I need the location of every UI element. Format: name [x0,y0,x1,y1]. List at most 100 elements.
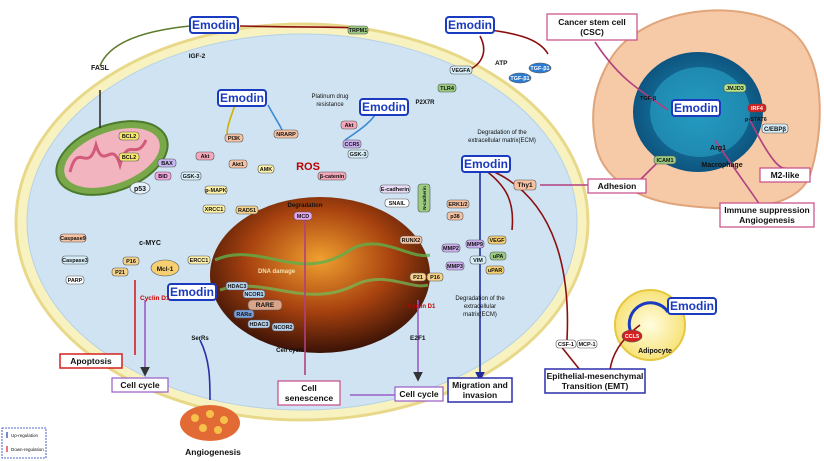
svg-text:Cell: Cell [301,383,317,393]
svg-text:Angiogenesis: Angiogenesis [739,215,795,225]
node-erk: ERK1/2 [446,199,470,209]
node-upar: uPAR [485,265,505,275]
node-csf1: CSF-1 [555,339,577,349]
svg-text:Emodin: Emodin [464,157,508,171]
svg-text:MMP2: MMP2 [443,246,459,252]
node-cmyc: c-MYC [139,240,161,247]
svg-text:VIM: VIM [473,258,483,264]
node-tgfb-m: TGF-β [640,96,657,102]
svg-text:uPAR: uPAR [488,268,503,274]
svg-text:Platinum drug: Platinum drug [311,94,348,100]
node-bid: BID [154,171,172,181]
svg-text:Arg1: Arg1 [710,145,726,152]
svg-text:Emodin: Emodin [192,18,236,32]
svg-text:C/EBPβ: C/EBPβ [764,127,786,133]
node-ercc1: ERCC1 [187,255,211,265]
svg-text:M2-like: M2-like [771,170,800,180]
svg-text:VEGF: VEGF [490,238,506,244]
node-runx2: RUNX2 [399,235,423,245]
nucleus [210,197,431,353]
emodin-box-7: Emodin [671,99,721,117]
svg-text:Up-regulation: Up-regulation [11,433,39,438]
svg-text:E-cadherin: E-cadherin [381,187,410,193]
svg-text:Emodin: Emodin [670,299,714,313]
node-rara: RARα [233,309,255,319]
svg-text:Emodin: Emodin [448,18,492,32]
node-mcl1: Mcl-1 [150,259,180,277]
svg-text:Mcl-1: Mcl-1 [157,266,174,273]
svg-text:MMP9: MMP9 [467,242,483,248]
node-nrarp: NRARP [273,129,299,139]
node-ccl5: CCL5 [621,329,643,343]
svg-text:MCD: MCD [297,214,310,220]
svg-text:Cell cycle: Cell cycle [276,348,304,354]
svg-text:RAD51: RAD51 [238,208,256,214]
svg-text:N-cadherin: N-cadherin [422,186,427,210]
svg-text:Emodin: Emodin [674,101,718,115]
svg-text:Cyclin D1: Cyclin D1 [140,295,170,302]
node-p16: P16 [122,256,140,266]
protein-nodes: BCL2 BCL2 BAX BID Caspase9 Caspase3 PARP… [59,25,789,349]
svg-text:invasion: invasion [463,390,497,400]
svg-text:TGF-β1: TGF-β1 [530,66,549,72]
svg-text:ICAM1: ICAM1 [656,158,673,164]
svg-text:ERCC1: ERCC1 [190,258,209,264]
svg-text:Transition (EMT): Transition (EMT) [562,381,629,391]
node-jmjd3: JMJD3 [723,83,747,93]
node-amk: AMK [257,164,275,174]
svg-text:p-MAPK: p-MAPK [205,188,226,194]
emodin-box-8: Emodin [667,297,717,315]
outcome-cell-cycle-right: Cell cycle [394,386,444,402]
general-labels: FASL IGF-2 Platinum drug resistance ATP … [91,53,743,355]
node-upa: uPA [489,251,507,261]
node-mcd: MCD [293,211,313,221]
svg-text:GSK-3: GSK-3 [183,174,200,180]
node-vim: VIM [469,255,487,265]
node-mcp1: MCP-1 [576,339,598,349]
node-ncor2: NCOR2 [271,322,295,332]
svg-text:TGF-β1: TGF-β1 [510,76,529,82]
svg-text:RARE: RARE [256,302,275,309]
node-hdac3-a: HDAC3 [225,281,249,291]
node-rad51: RAD51 [235,205,259,215]
svg-text:RARα: RARα [236,312,252,318]
outcome-apoptosis: Apoptosis [59,353,123,369]
svg-text:Down-regulation: Down-regulation [11,447,44,452]
node-ecad: E-cadherin [379,184,411,194]
legend: Up-regulation Down-regulation [1,427,47,459]
svg-text:Cyclin D1: Cyclin D1 [408,304,436,310]
svg-text:matrix(ECM): matrix(ECM) [463,312,497,318]
svg-text:AMK: AMK [260,167,273,173]
svg-text:Epithelial-mesenchymal: Epithelial-mesenchymal [547,371,644,381]
svg-text:c-MYC: c-MYC [139,240,161,247]
svg-text:p-STAT6: p-STAT6 [745,117,767,123]
node-cyclin-d1-left: Cyclin D1 [140,295,170,302]
node-mmp3: MMP3 [445,261,465,271]
node-p21: P21 [111,267,129,277]
svg-text:Cancer stem cell: Cancer stem cell [558,17,626,27]
outcome-m2: M2-like [759,167,811,183]
node-casp3: Caspase3 [61,255,89,265]
svg-text:P16: P16 [126,259,136,265]
node-p53: p53 [129,181,151,195]
svg-text:ATP: ATP [495,60,508,67]
svg-text:p53: p53 [134,186,146,193]
svg-text:NCOR2: NCOR2 [273,325,292,331]
svg-text:SNAIL: SNAIL [389,201,406,207]
emodin-box-5: Emodin [461,155,511,173]
svg-text:BCL2: BCL2 [122,134,136,140]
svg-text:Akt: Akt [345,123,354,129]
svg-text:ERK1/2: ERK1/2 [448,202,467,208]
node-akt1: Akt1 [228,159,248,169]
emodin-box-1: Emodin [189,16,239,34]
svg-text:senescence: senescence [285,393,333,403]
svg-text:(CSC): (CSC) [580,27,604,37]
node-trpm1: TRPM1 [347,25,369,35]
outcome-immune: Immune suppression Angiogenesis [719,202,815,228]
node-bcat: β-catenin [317,171,347,181]
outcome-adhesion: Adhesion [587,178,647,194]
outcome-migration: Migration and invasion [447,377,513,403]
outcome-senescence: Cell senescence [277,380,341,406]
